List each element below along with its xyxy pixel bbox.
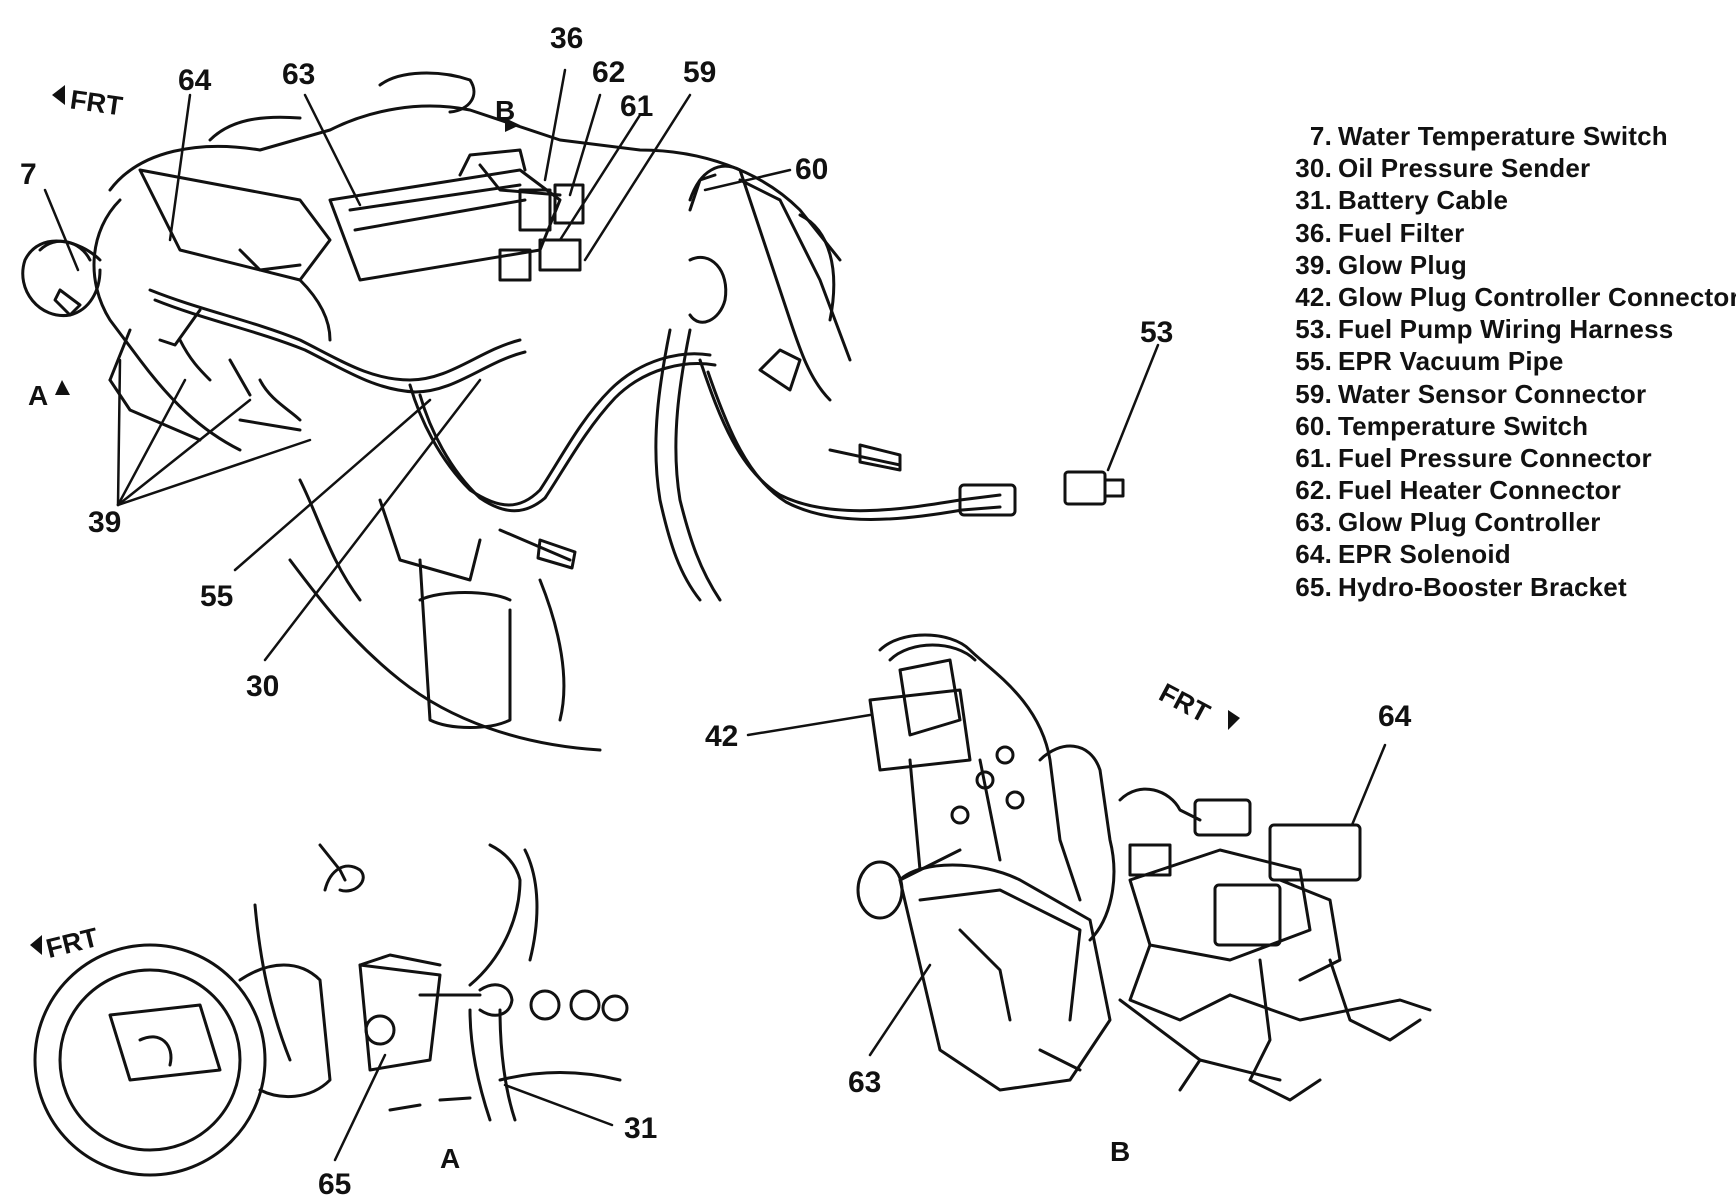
legend-item-number: 61. [1295,442,1332,473]
legend-item: 63.Glow Plug Controller [1270,506,1730,538]
callout-60: 60 [795,153,829,186]
callout-64-view-b: 64 [1378,700,1412,733]
legend-item-label: Glow Plug Controller [1338,507,1601,538]
callout-59: 59 [683,56,717,89]
engine-main-view [21,71,1125,752]
legend-item-label: Fuel Pressure Connector [1338,442,1652,473]
legend-item: 65.Hydro-Booster Bracket [1270,571,1730,603]
main-leaders [43,68,1160,662]
legend-item-number: 65. [1295,571,1332,602]
legend-item: 62.Fuel Heater Connector [1270,474,1730,506]
legend-item-label: EPR Vacuum Pipe [1338,346,1564,377]
view-a-artwork [33,843,629,1177]
legend-item-number: 55. [1295,346,1332,377]
legend-item-number: 53. [1295,314,1332,345]
view-b-arrow-label: B [495,95,516,126]
legend-item: 31.Battery Cable [1270,184,1730,216]
legend-item-number: 7. [1309,121,1332,151]
legend-item-number: 36. [1295,217,1332,248]
callout-65: 65 [318,1168,352,1201]
callout-31: 31 [624,1112,658,1145]
legend-item-label: Water Sensor Connector [1338,378,1647,409]
callout-36: 36 [550,22,584,55]
legend-item-label: Battery Cable [1338,185,1509,216]
legend-item-label: Fuel Filter [1338,217,1465,248]
legend-item: 30.Oil Pressure Sender [1270,152,1730,184]
legend-item: 7.Water Temperature Switch [1270,120,1730,152]
legend-item: 39.Glow Plug [1270,249,1730,281]
callout-62: 62 [592,56,626,89]
view-b-leaders [746,713,1387,1057]
legend-item: 64.EPR Solenoid [1270,538,1730,570]
view-b-label: B [1110,1136,1131,1167]
legend-item-label: Glow Plug Controller Connector [1338,281,1736,312]
legend-item-number: 62. [1295,475,1332,506]
view-a-leaders [333,1053,614,1162]
callout-55: 55 [200,580,234,613]
legend-item: 61.Fuel Pressure Connector [1270,442,1730,474]
legend-item-label: Temperature Switch [1338,410,1589,441]
callout-63-main: 63 [282,58,316,91]
legend-item-label: Fuel Pump Wiring Harness [1338,314,1674,345]
legend-item-number: 64. [1295,539,1332,570]
legend-item-label: Water Temperature Switch [1338,121,1668,151]
legend-item: 42.Glow Plug Controller Connector [1270,281,1736,313]
view-a-label: A [440,1143,461,1174]
legend-item-number: 42. [1295,281,1332,312]
callout-30: 30 [246,670,280,703]
view-a-arrow-label: A [28,380,49,411]
legend-item: 60.Temperature Switch [1270,410,1730,442]
legend-item-label: Hydro-Booster Bracket [1338,571,1627,602]
legend-item: 55.EPR Vacuum Pipe [1270,345,1730,377]
legend-item-label: EPR Solenoid [1338,539,1511,570]
view-b-artwork [856,633,1432,1102]
callout-61: 61 [620,90,654,123]
callout-39: 39 [88,506,122,539]
legend-item-number: 39. [1295,249,1332,280]
callout-53: 53 [1140,316,1174,349]
legend-item-number: 60. [1295,410,1332,441]
legend-item: 53.Fuel Pump Wiring Harness [1270,313,1730,345]
direction-arrows [30,85,1240,955]
legend-item-number: 59. [1295,378,1332,409]
legend-item-label: Fuel Heater Connector [1338,475,1622,506]
callout-7: 7 [20,158,37,191]
callout-64-main: 64 [178,64,212,97]
legend-item-number: 31. [1295,185,1332,216]
legend-item-number: 30. [1295,153,1332,184]
legend-item: 36.Fuel Filter [1270,217,1730,249]
callout-42: 42 [705,720,739,753]
legend-item: 59.Water Sensor Connector [1270,378,1730,410]
legend-item-label: Oil Pressure Sender [1338,153,1591,184]
legend-item-number: 63. [1295,507,1332,538]
callout-63-view-b: 63 [848,1066,882,1099]
legend-item-label: Glow Plug [1338,249,1467,280]
